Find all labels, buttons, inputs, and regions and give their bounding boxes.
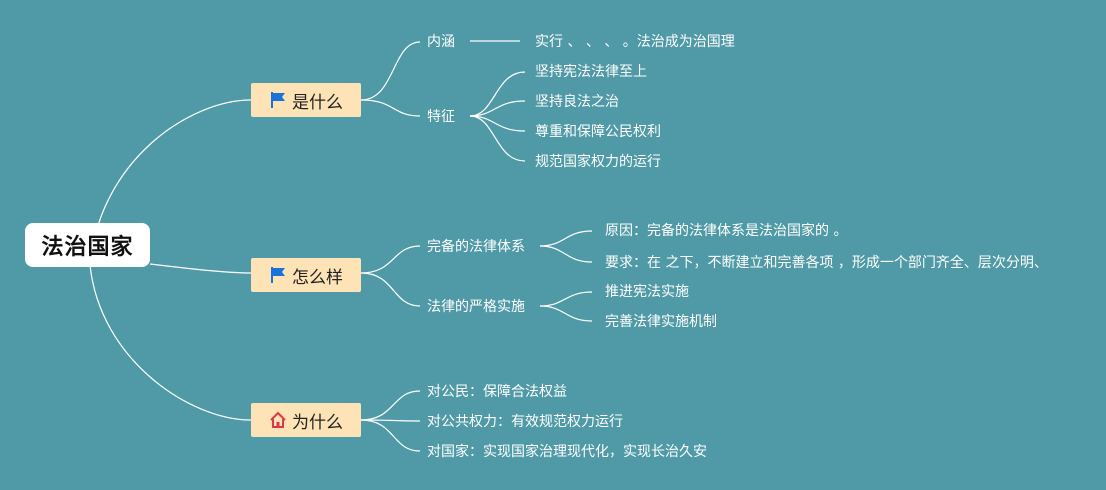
leaf-enforcement-1[interactable]: 推进宪法实施: [605, 284, 689, 300]
connector-b2c1-leaf-1: [539, 230, 593, 247]
leaf-feature-2[interactable]: 坚持良法之治: [535, 94, 619, 110]
connector-root-branch-3: [89, 264, 252, 421]
subtopic-legal-system[interactable]: 完备的法律体系: [427, 239, 525, 255]
branch-topic-how[interactable]: 怎么样: [251, 258, 361, 292]
connector-b3-c1: [360, 390, 421, 421]
connector-b2c2-leaf-2: [539, 305, 593, 322]
connector-b1c2-leaf-4: [469, 115, 526, 162]
subtopic-for-citizens[interactable]: 对公民：保障合法权益: [427, 384, 567, 400]
branch-topic-what[interactable]: 是什么: [251, 83, 361, 117]
connector-b1c2-leaf-3: [469, 115, 526, 132]
leaf-legal-system-reason[interactable]: 原因：完备的法律体系是法治国家的 。: [605, 223, 848, 239]
connector-b1-c2: [360, 99, 421, 117]
leaf-legal-system-requirement[interactable]: 要求：在 之下，不断建立和完善各项 ，形成一个部门齐全、层次分明、: [605, 255, 1048, 271]
connector-b1c2-leaf-2: [469, 100, 526, 117]
connector-b1-c1: [360, 41, 421, 101]
root-topic[interactable]: 法治国家: [25, 223, 150, 267]
branch-topic-why[interactable]: 为什么: [251, 403, 361, 437]
leaf-connotation-text[interactable]: 实行 、 、 、 。法治成为治国理: [535, 34, 735, 50]
branch-label: 是什么: [292, 92, 343, 113]
branch-label: 怎么样: [292, 267, 343, 288]
leaf-feature-1[interactable]: 坚持宪法法律至上: [535, 64, 647, 80]
leaf-enforcement-2[interactable]: 完善法律实施机制: [605, 314, 717, 330]
branch-label: 为什么: [292, 412, 343, 433]
connector-root-branch-2: [149, 263, 252, 274]
subtopic-law-enforcement[interactable]: 法律的严格实施: [427, 299, 525, 315]
leaf-feature-4[interactable]: 规范国家权力的运行: [535, 154, 661, 170]
connector-b2-c2: [360, 272, 421, 307]
connector-b2-c1: [360, 245, 421, 274]
connector-b2c1-leaf-2: [539, 245, 593, 263]
blue-flag-icon: [271, 92, 285, 108]
leaf-feature-3[interactable]: 尊重和保障公民权利: [535, 124, 661, 140]
subtopic-connotation[interactable]: 内涵: [427, 34, 455, 50]
blue-flag-icon: [271, 267, 285, 283]
connector-b1c2-leaf-1: [469, 71, 526, 117]
connector-b2c2-leaf-1: [539, 291, 593, 307]
connector-b3-c2: [360, 419, 421, 422]
subtopic-for-public-power[interactable]: 对公共权力：有效规范权力运行: [427, 414, 623, 430]
subtopic-for-country[interactable]: 对国家：实现国家治理现代化，实现长治久安: [427, 444, 707, 460]
subtopic-features[interactable]: 特征: [427, 109, 455, 125]
red-house-icon: [270, 411, 286, 428]
connector-b3-c3: [360, 419, 421, 452]
